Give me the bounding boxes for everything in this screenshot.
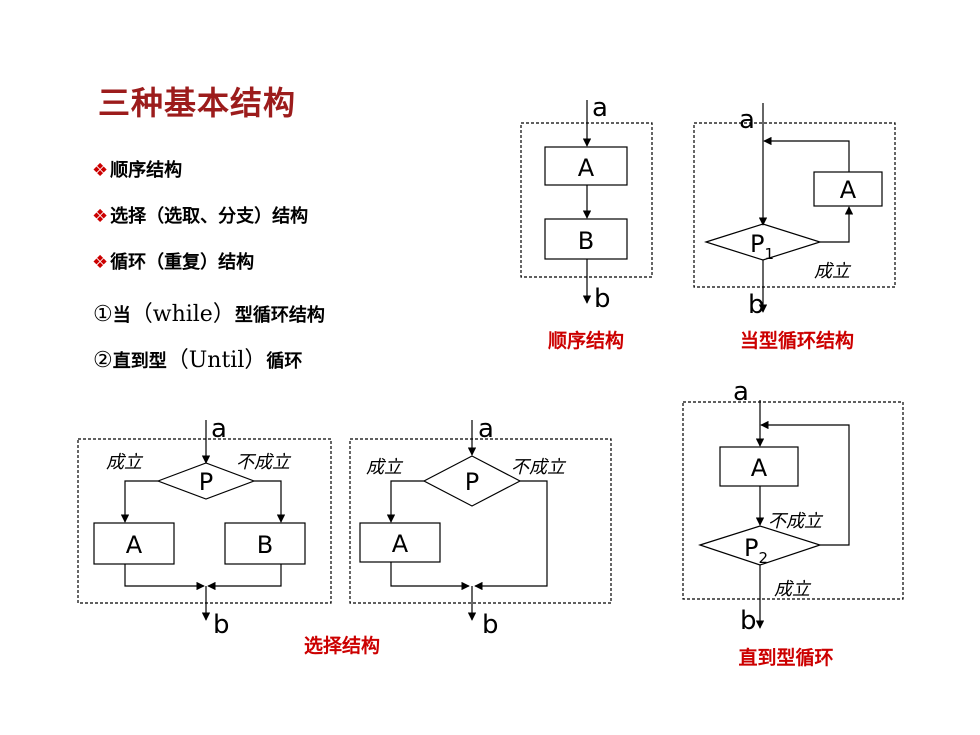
loop-back-arrow (760, 420, 850, 546)
true-label: 成立 (106, 452, 144, 473)
process-box-a (359, 522, 441, 563)
sequence-caption: 顺序结构 (548, 329, 624, 352)
process-box-a (813, 171, 883, 207)
merge-arrow-left (124, 564, 205, 591)
until-frame (682, 401, 904, 600)
bullet-label: 顺序结构 (110, 160, 183, 181)
selection-frame (77, 438, 332, 604)
bullet-label: 选择（选取、分支）结构 (110, 206, 309, 227)
true-branch-arrow (820, 206, 854, 243)
exit-label: b (594, 284, 611, 314)
loop-back-arrow (763, 136, 850, 172)
subitem-suffix: 循环 (266, 351, 303, 372)
process-box-a (544, 146, 628, 186)
merge-arrow-right (207, 564, 282, 591)
bullet-item-sequence: ❖顺序结构 (92, 148, 308, 194)
process-box-a (719, 446, 799, 487)
exit-label: b (213, 610, 230, 640)
selection-caption: 选择结构 (304, 634, 380, 657)
subitem-suffix: 型循环结构 (234, 305, 325, 326)
exit-label: b (748, 290, 765, 320)
entry-label: a (733, 377, 749, 407)
false-branch-arrow (474, 480, 548, 591)
condition-label: P (465, 468, 479, 496)
entry-label: a (478, 414, 494, 444)
circled-number: ② (93, 348, 113, 373)
until-caption: 直到型循环 (738, 646, 833, 669)
process-box-a (93, 522, 175, 565)
while-caption: 当型循环结构 (740, 329, 854, 352)
selection-diagram-left (77, 420, 332, 621)
subitem-keyword: （while） (130, 302, 235, 327)
while-frame (693, 122, 896, 288)
sequence-diagram (520, 100, 653, 304)
false-label: 不成立 (768, 511, 824, 532)
true-label: 成立 (774, 579, 812, 600)
selection-frame (349, 438, 612, 604)
subitem-prefix: 直到型 (112, 351, 167, 372)
true-branch-arrow (386, 480, 424, 523)
false-branch-arrow (254, 480, 286, 523)
process-box-b (544, 218, 628, 260)
entry-label: a (211, 414, 227, 444)
true-branch-arrow (120, 480, 158, 523)
entry-label: a (592, 93, 608, 123)
entry-label: a (739, 105, 755, 135)
diamond-bullet-icon: ❖ (92, 160, 109, 181)
subitem-until: ②直到型（Until）循环 (93, 342, 302, 374)
selection-diagram-right (349, 420, 612, 621)
exit-label: b (482, 610, 499, 640)
false-label: 不成立 (236, 452, 292, 473)
subitem-while: ①当（while）型循环结构 (93, 296, 325, 328)
box-a-label: A (392, 530, 409, 558)
true-label: 成立 (814, 261, 852, 282)
page-title: 三种基本结构 (98, 84, 297, 122)
condition-label: P2 (744, 534, 768, 567)
while-loop-diagram (693, 103, 896, 313)
box-b-label: B (578, 227, 594, 255)
condition-label: P1 (750, 230, 774, 263)
process-box-b (224, 522, 306, 565)
condition-label: P (199, 468, 213, 496)
until-loop-diagram (682, 400, 904, 629)
box-a-label: A (840, 176, 857, 204)
bullet-list: ❖顺序结构 ❖选择（选取、分支）结构 ❖循环（重复）结构 (92, 148, 308, 286)
bullet-item-selection: ❖选择（选取、分支）结构 (92, 194, 308, 240)
box-a-label: A (578, 154, 595, 182)
merge-arrow (390, 562, 470, 591)
circled-number: ① (93, 302, 113, 327)
diamond-bullet-icon: ❖ (92, 252, 109, 273)
bullet-label: 循环（重复）结构 (110, 252, 255, 273)
bullet-item-loop: ❖循环（重复）结构 (92, 240, 308, 286)
diamond-bullet-icon: ❖ (92, 206, 109, 227)
box-b-label: B (257, 531, 273, 559)
box-a-label: A (751, 454, 768, 482)
subitem-keyword: （Until） (166, 348, 267, 373)
box-a-label: A (126, 531, 143, 559)
false-label: 不成立 (511, 457, 567, 478)
exit-label: b (740, 606, 757, 636)
subitem-prefix: 当 (112, 305, 131, 326)
true-label: 成立 (366, 457, 404, 478)
